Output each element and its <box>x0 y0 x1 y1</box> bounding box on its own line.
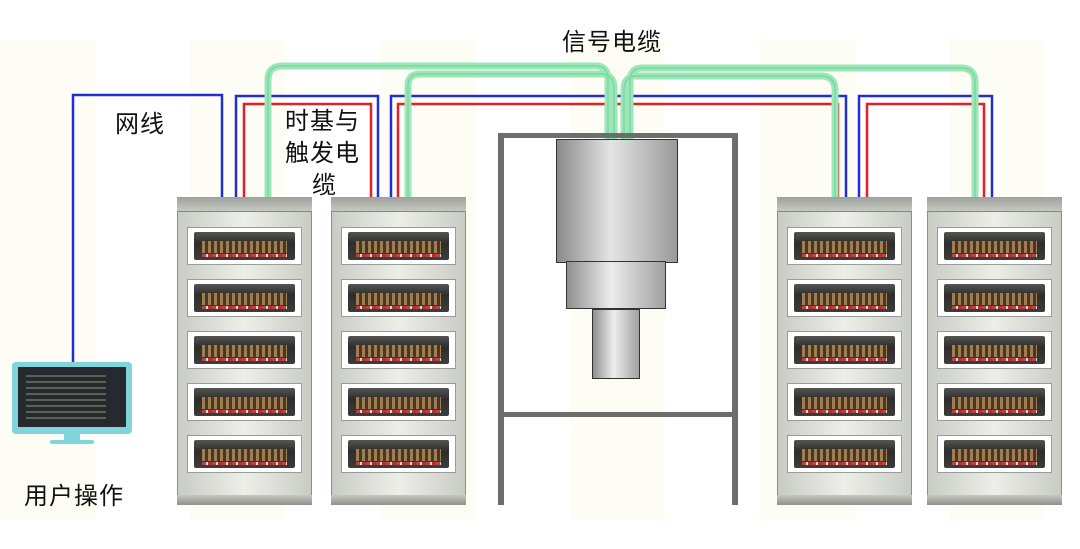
rack-unit <box>341 227 456 265</box>
equipment-rack-2 <box>331 197 466 505</box>
monitor-screen <box>18 367 126 427</box>
rack-unit <box>187 331 302 369</box>
device-middle-cylinder <box>566 261 666 309</box>
timing-cable-label-2: 触发电 <box>285 139 360 167</box>
rack-unit <box>187 435 302 473</box>
instrument-chassis <box>944 284 1045 312</box>
timing-cable-rack4 <box>865 102 986 200</box>
rack-unit <box>937 435 1052 473</box>
network-cable-rack4 <box>857 94 994 200</box>
timing-cable-rack1 <box>242 102 373 200</box>
rack-unit <box>937 331 1052 369</box>
instrument-chassis <box>794 388 895 416</box>
instrument-chassis <box>194 440 295 468</box>
rack-unit <box>787 331 902 369</box>
instrument-chassis <box>794 232 895 260</box>
signal-cable-label: 信号电缆 <box>562 28 662 56</box>
instrument-chassis <box>944 336 1045 364</box>
instrument-chassis <box>794 440 895 468</box>
rack-unit <box>937 279 1052 317</box>
test-frame <box>498 133 738 505</box>
rack-unit <box>937 227 1052 265</box>
rack-unit <box>341 279 456 317</box>
equipment-rack-3 <box>777 197 912 505</box>
timing-cable-label-3: 缆 <box>312 171 337 199</box>
instrument-chassis <box>944 232 1045 260</box>
instrument-chassis <box>194 284 295 312</box>
rack-unit <box>787 435 902 473</box>
instrument-chassis <box>194 388 295 416</box>
user-computer-monitor <box>12 362 132 445</box>
instrument-chassis <box>348 232 449 260</box>
equipment-rack-1 <box>177 197 312 505</box>
rack-unit <box>937 383 1052 421</box>
rack-unit <box>187 227 302 265</box>
rack-unit <box>787 279 902 317</box>
network-cable-to-pc <box>71 93 224 364</box>
user-operation-label: 用户操作 <box>24 482 124 510</box>
instrument-chassis <box>944 388 1045 416</box>
rack-unit <box>787 227 902 265</box>
rack-unit <box>341 331 456 369</box>
network-cable-rack1 <box>234 94 380 200</box>
timing-cable-label-1: 时基与 <box>285 107 360 135</box>
device-lower-cylinder <box>592 309 640 379</box>
rack-unit <box>187 383 302 421</box>
rack-unit <box>341 435 456 473</box>
instrument-chassis <box>194 336 295 364</box>
device-upper-cylinder <box>556 139 678 263</box>
instrument-chassis <box>944 440 1045 468</box>
instrument-chassis <box>794 284 895 312</box>
equipment-rack-4 <box>927 197 1062 505</box>
instrument-chassis <box>794 336 895 364</box>
instrument-chassis <box>348 336 449 364</box>
rack-unit <box>187 279 302 317</box>
instrument-chassis <box>194 232 295 260</box>
rack-unit <box>341 383 456 421</box>
instrument-chassis <box>348 440 449 468</box>
network-cable-rack2 <box>389 94 848 200</box>
instrument-chassis <box>348 388 449 416</box>
network-cable-label: 网线 <box>115 110 165 138</box>
rack-unit <box>787 383 902 421</box>
instrument-chassis <box>348 284 449 312</box>
